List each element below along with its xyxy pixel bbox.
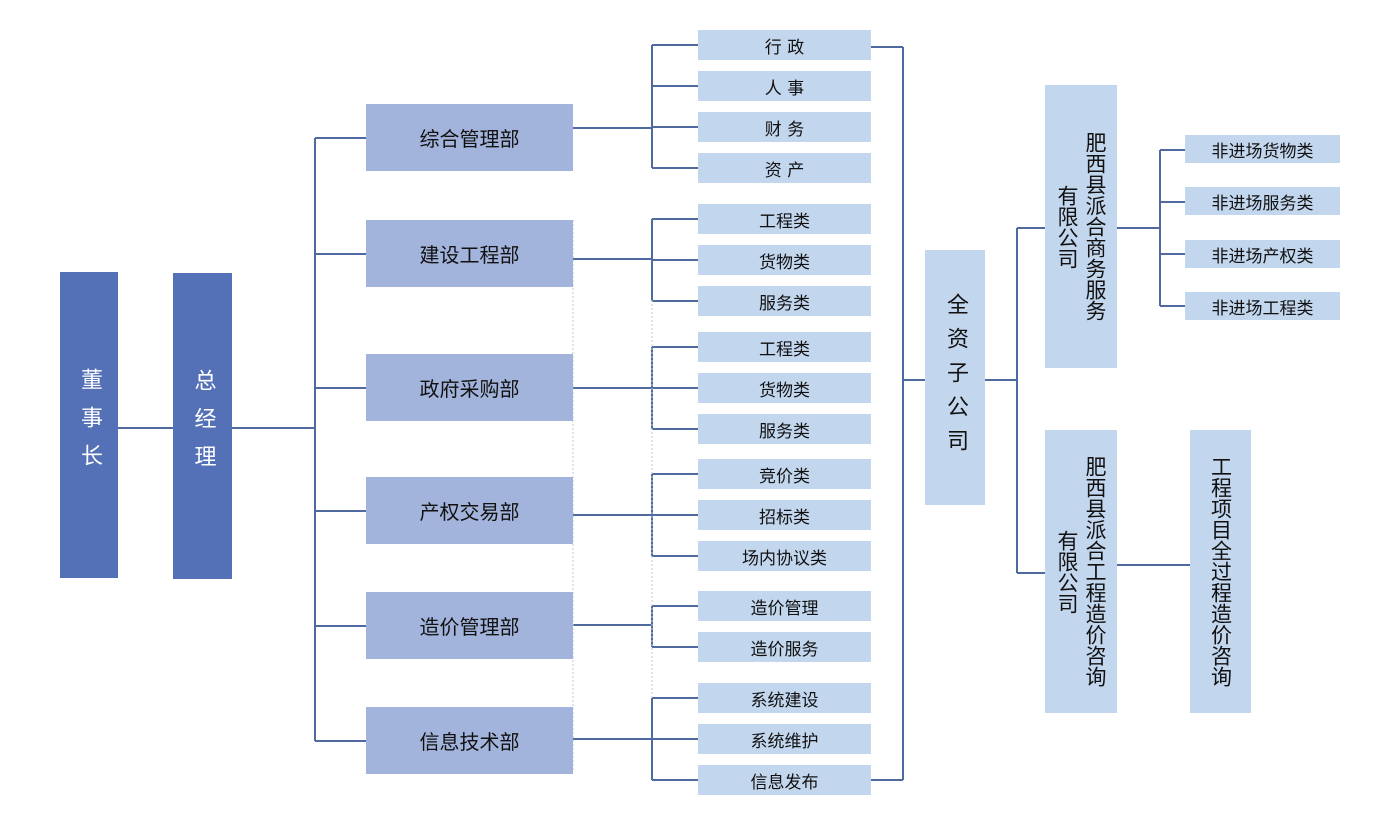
- department-item: 服务类: [698, 286, 871, 316]
- department-item: 造价管理: [698, 591, 871, 621]
- company-category: 非进场服务类: [1185, 187, 1340, 215]
- department-box: 综合管理部: [366, 104, 573, 171]
- department-item: 竞价类: [698, 459, 871, 489]
- department-box: 造价管理部: [366, 592, 573, 659]
- department-item: 货物类: [698, 245, 871, 275]
- department-item: 系统维护: [698, 724, 871, 754]
- department-item: 行 政: [698, 30, 871, 60]
- department-item: 造价服务: [698, 632, 871, 662]
- subsidiary-box: 全资子公司: [925, 250, 985, 505]
- department-item: 招标类: [698, 500, 871, 530]
- department-item: 服务类: [698, 414, 871, 444]
- company-box: 肥西县派合工程造价咨询 有限公司: [1045, 430, 1117, 713]
- department-item: 工程类: [698, 204, 871, 234]
- company-category: 非进场产权类: [1185, 240, 1340, 268]
- chairman-box: 董事长: [60, 272, 118, 578]
- company-name: 肥西县派合商务服务: [1083, 132, 1107, 321]
- company-business: 工程项目全过程造价咨询: [1190, 430, 1251, 713]
- department-box: 信息技术部: [366, 707, 573, 774]
- department-box: 建设工程部: [366, 220, 573, 287]
- company-name-suffix: 有限公司: [1055, 184, 1079, 269]
- company-name: 肥西县派合工程造价咨询: [1083, 456, 1107, 687]
- department-item: 场内协议类: [698, 541, 871, 571]
- general-manager-box: 总经理: [173, 273, 232, 579]
- department-item: 工程类: [698, 332, 871, 362]
- company-box: 肥西县派合商务服务 有限公司: [1045, 85, 1117, 368]
- department-box: 产权交易部: [366, 477, 573, 544]
- department-item: 人 事: [698, 71, 871, 101]
- department-box: 政府采购部: [366, 354, 573, 421]
- company-name-suffix: 有限公司: [1055, 529, 1079, 614]
- company-category: 非进场工程类: [1185, 292, 1340, 320]
- department-item: 财 务: [698, 112, 871, 142]
- department-item: 资 产: [698, 153, 871, 183]
- company-category: 非进场货物类: [1185, 135, 1340, 163]
- department-item: 系统建设: [698, 683, 871, 713]
- department-item: 货物类: [698, 373, 871, 403]
- department-item: 信息发布: [698, 765, 871, 795]
